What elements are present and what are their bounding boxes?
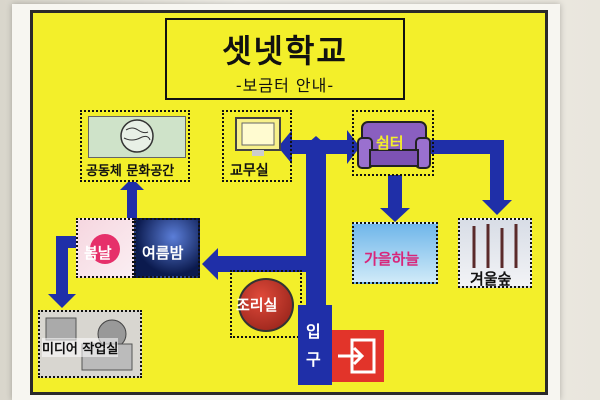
enter-icon (338, 338, 376, 374)
entrance-column (298, 305, 332, 385)
room-summer-night-label: 여름밤 (142, 244, 184, 262)
arrow-head-media (48, 294, 76, 308)
arrow-head-summer (202, 248, 218, 280)
room-office-label: 교무실 (230, 163, 269, 179)
room-community: 공동체 문화공간 (80, 110, 190, 182)
arrow-winter-down (490, 140, 504, 202)
page-subtitle: -보금터 안내- (235, 76, 335, 95)
trees-icon (472, 224, 518, 268)
room-kitchen-label: 조리실 (236, 296, 278, 314)
room-autumn-sky-label: 가을하늘 (364, 250, 420, 268)
room-autumn-sky: 가을하늘 (352, 222, 438, 284)
room-spring: 봄날 (76, 218, 134, 278)
room-summer-night: 여름밤 (134, 218, 200, 278)
arrow-head-trunk (300, 136, 332, 150)
arrow-shelter-down (388, 175, 402, 210)
entrance-label-top: 입 (306, 322, 321, 341)
room-office: 교무실 (222, 110, 292, 182)
arrow-community-up (127, 188, 137, 218)
arrow-shelter-right (430, 140, 502, 154)
entrance-label-bottom: 구 (306, 350, 321, 369)
room-winter-forest: 겨울숲 (458, 218, 532, 288)
room-community-label: 공동체 문화공간 (86, 164, 175, 179)
room-media: 미디어 작업실 (38, 310, 142, 378)
arrow-left-branch (218, 256, 308, 272)
arrow-media-down (56, 236, 68, 296)
pot-icon (238, 278, 294, 332)
room-kitchen: 조리실 (230, 270, 302, 338)
entrance-sign (332, 330, 384, 382)
title-box: 셋넷학교 -보금터 안내- (165, 18, 405, 100)
room-shelter: 쉼터 (352, 110, 434, 176)
room-media-label: 미디어 작업실 (42, 338, 119, 357)
arrow-head-winter (482, 200, 512, 215)
monitor-icon (235, 117, 281, 156)
room-winter-forest-label: 겨울숲 (470, 270, 512, 288)
spring-flower (90, 234, 120, 264)
arrow-head-community (120, 178, 144, 190)
arrow-head-autumn (380, 208, 410, 222)
sofa-icon (357, 121, 431, 169)
page-title: 셋넷학교 (222, 32, 348, 70)
room-spring-label: 봄날 (84, 244, 112, 262)
room-shelter-label: 쉼터 (376, 134, 404, 152)
arrow-head-office (278, 130, 292, 164)
globe-icon (120, 119, 154, 153)
